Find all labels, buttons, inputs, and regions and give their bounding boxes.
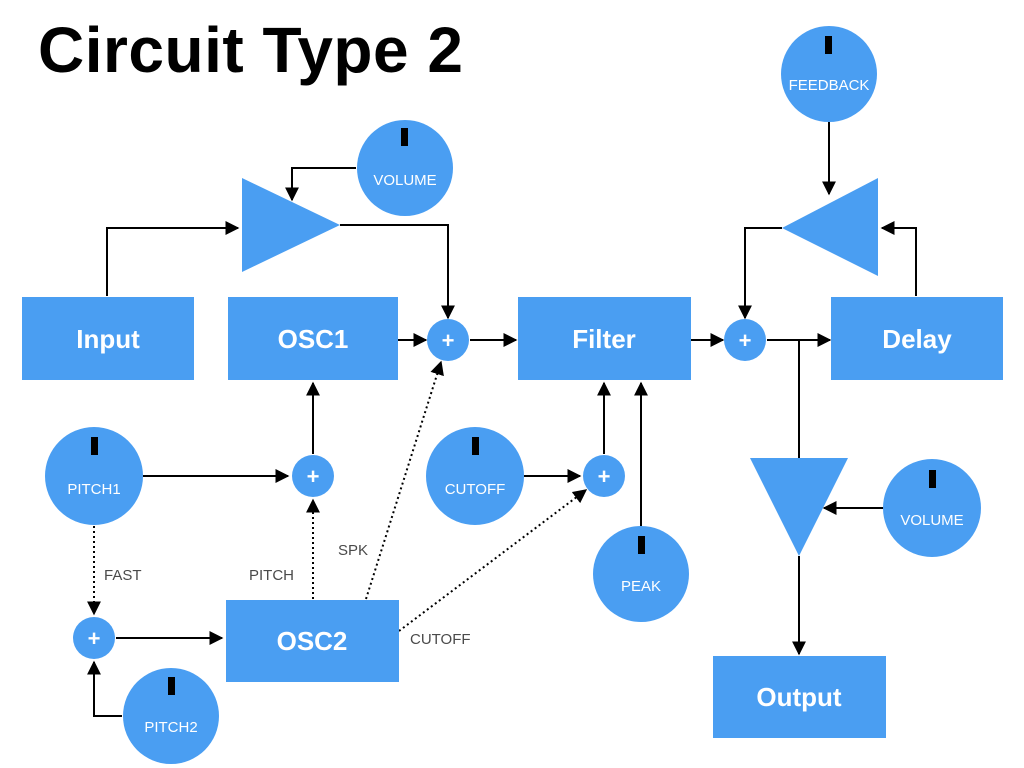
connections <box>87 122 917 717</box>
block-delay-label: Delay <box>882 324 952 354</box>
wire-pitch2-to-sum5 <box>87 660 122 717</box>
knob-volume-output-label: VOLUME <box>900 512 963 529</box>
wire-amp-to-sum1 <box>340 224 455 320</box>
sum-node-main: + <box>427 319 469 361</box>
sum-node-osc1-pitch: + <box>292 455 334 497</box>
block-output: Output <box>713 656 886 738</box>
knob-pitch2-label: PITCH2 <box>144 719 197 736</box>
label-cutoff: CUTOFF <box>410 631 471 648</box>
sum-node-osc1-pitch-symbol: + <box>307 464 320 489</box>
knob-pitch2-indicator <box>168 677 175 695</box>
label-fast: FAST <box>104 567 142 584</box>
knob-pitch1-indicator <box>91 437 98 455</box>
knob-feedback-label: FEEDBACK <box>789 77 870 94</box>
block-input-label: Input <box>76 324 140 354</box>
knob-peak-label: PEAK <box>621 578 661 595</box>
sum-node-cutoff-symbol: + <box>598 464 611 489</box>
sum-node-main-symbol: + <box>442 328 455 353</box>
knob-peak-indicator <box>638 536 645 554</box>
knob-volume-top[interactable]: VOLUME <box>357 120 453 216</box>
knob-pitch1-label: PITCH1 <box>67 481 120 498</box>
sum-node-osc2-pitch-symbol: + <box>88 626 101 651</box>
wire-delay-to-fbamp <box>880 221 917 296</box>
knob-pitch2[interactable]: PITCH2 <box>123 668 219 764</box>
block-filter: Filter <box>518 297 691 380</box>
knob-cutoff[interactable]: CUTOFF <box>426 427 524 525</box>
knob-volume-top-label: VOLUME <box>373 172 436 189</box>
block-osc1-label: OSC1 <box>278 324 349 354</box>
block-filter-label: Filter <box>572 324 636 354</box>
label-spk: SPK <box>338 542 368 559</box>
knob-cutoff-indicator <box>472 437 479 455</box>
sum-node-output-symbol: + <box>739 328 752 353</box>
sum-node-output: + <box>724 319 766 361</box>
knob-volume-top-indicator <box>401 128 408 146</box>
diagram-title: Circuit Type 2 <box>38 14 464 86</box>
wire-osc2-to-sum1-spk <box>365 360 444 600</box>
sum-node-osc2-pitch: + <box>73 617 115 659</box>
wire-fbamp-to-sum4 <box>738 227 782 320</box>
block-delay: Delay <box>831 297 1003 380</box>
wire-volume-to-amp <box>285 167 356 202</box>
amplifier-output-triangle <box>750 458 848 556</box>
knob-pitch1[interactable]: PITCH1 <box>45 427 143 525</box>
amplifier-input-triangle <box>242 178 340 272</box>
block-osc2: OSC2 <box>226 600 399 682</box>
wire-osc2-to-sum3-cutoff <box>398 489 588 632</box>
knob-feedback-indicator <box>825 36 832 54</box>
knob-volume-output[interactable]: VOLUME <box>883 459 981 557</box>
wire-input-to-amp <box>106 221 240 296</box>
knob-feedback[interactable]: FEEDBACK <box>781 26 877 122</box>
block-osc1: OSC1 <box>228 297 398 380</box>
modulation-connections <box>87 360 588 632</box>
knob-volume-output-indicator <box>929 470 936 488</box>
knob-cutoff-label: CUTOFF <box>445 481 506 498</box>
sum-node-cutoff: + <box>583 455 625 497</box>
block-osc2-label: OSC2 <box>277 626 348 656</box>
amplifier-feedback-triangle <box>782 178 878 276</box>
block-input: Input <box>22 297 194 380</box>
label-pitch: PITCH <box>249 567 294 584</box>
block-output-label: Output <box>756 682 842 712</box>
knob-peak[interactable]: PEAK <box>593 526 689 622</box>
